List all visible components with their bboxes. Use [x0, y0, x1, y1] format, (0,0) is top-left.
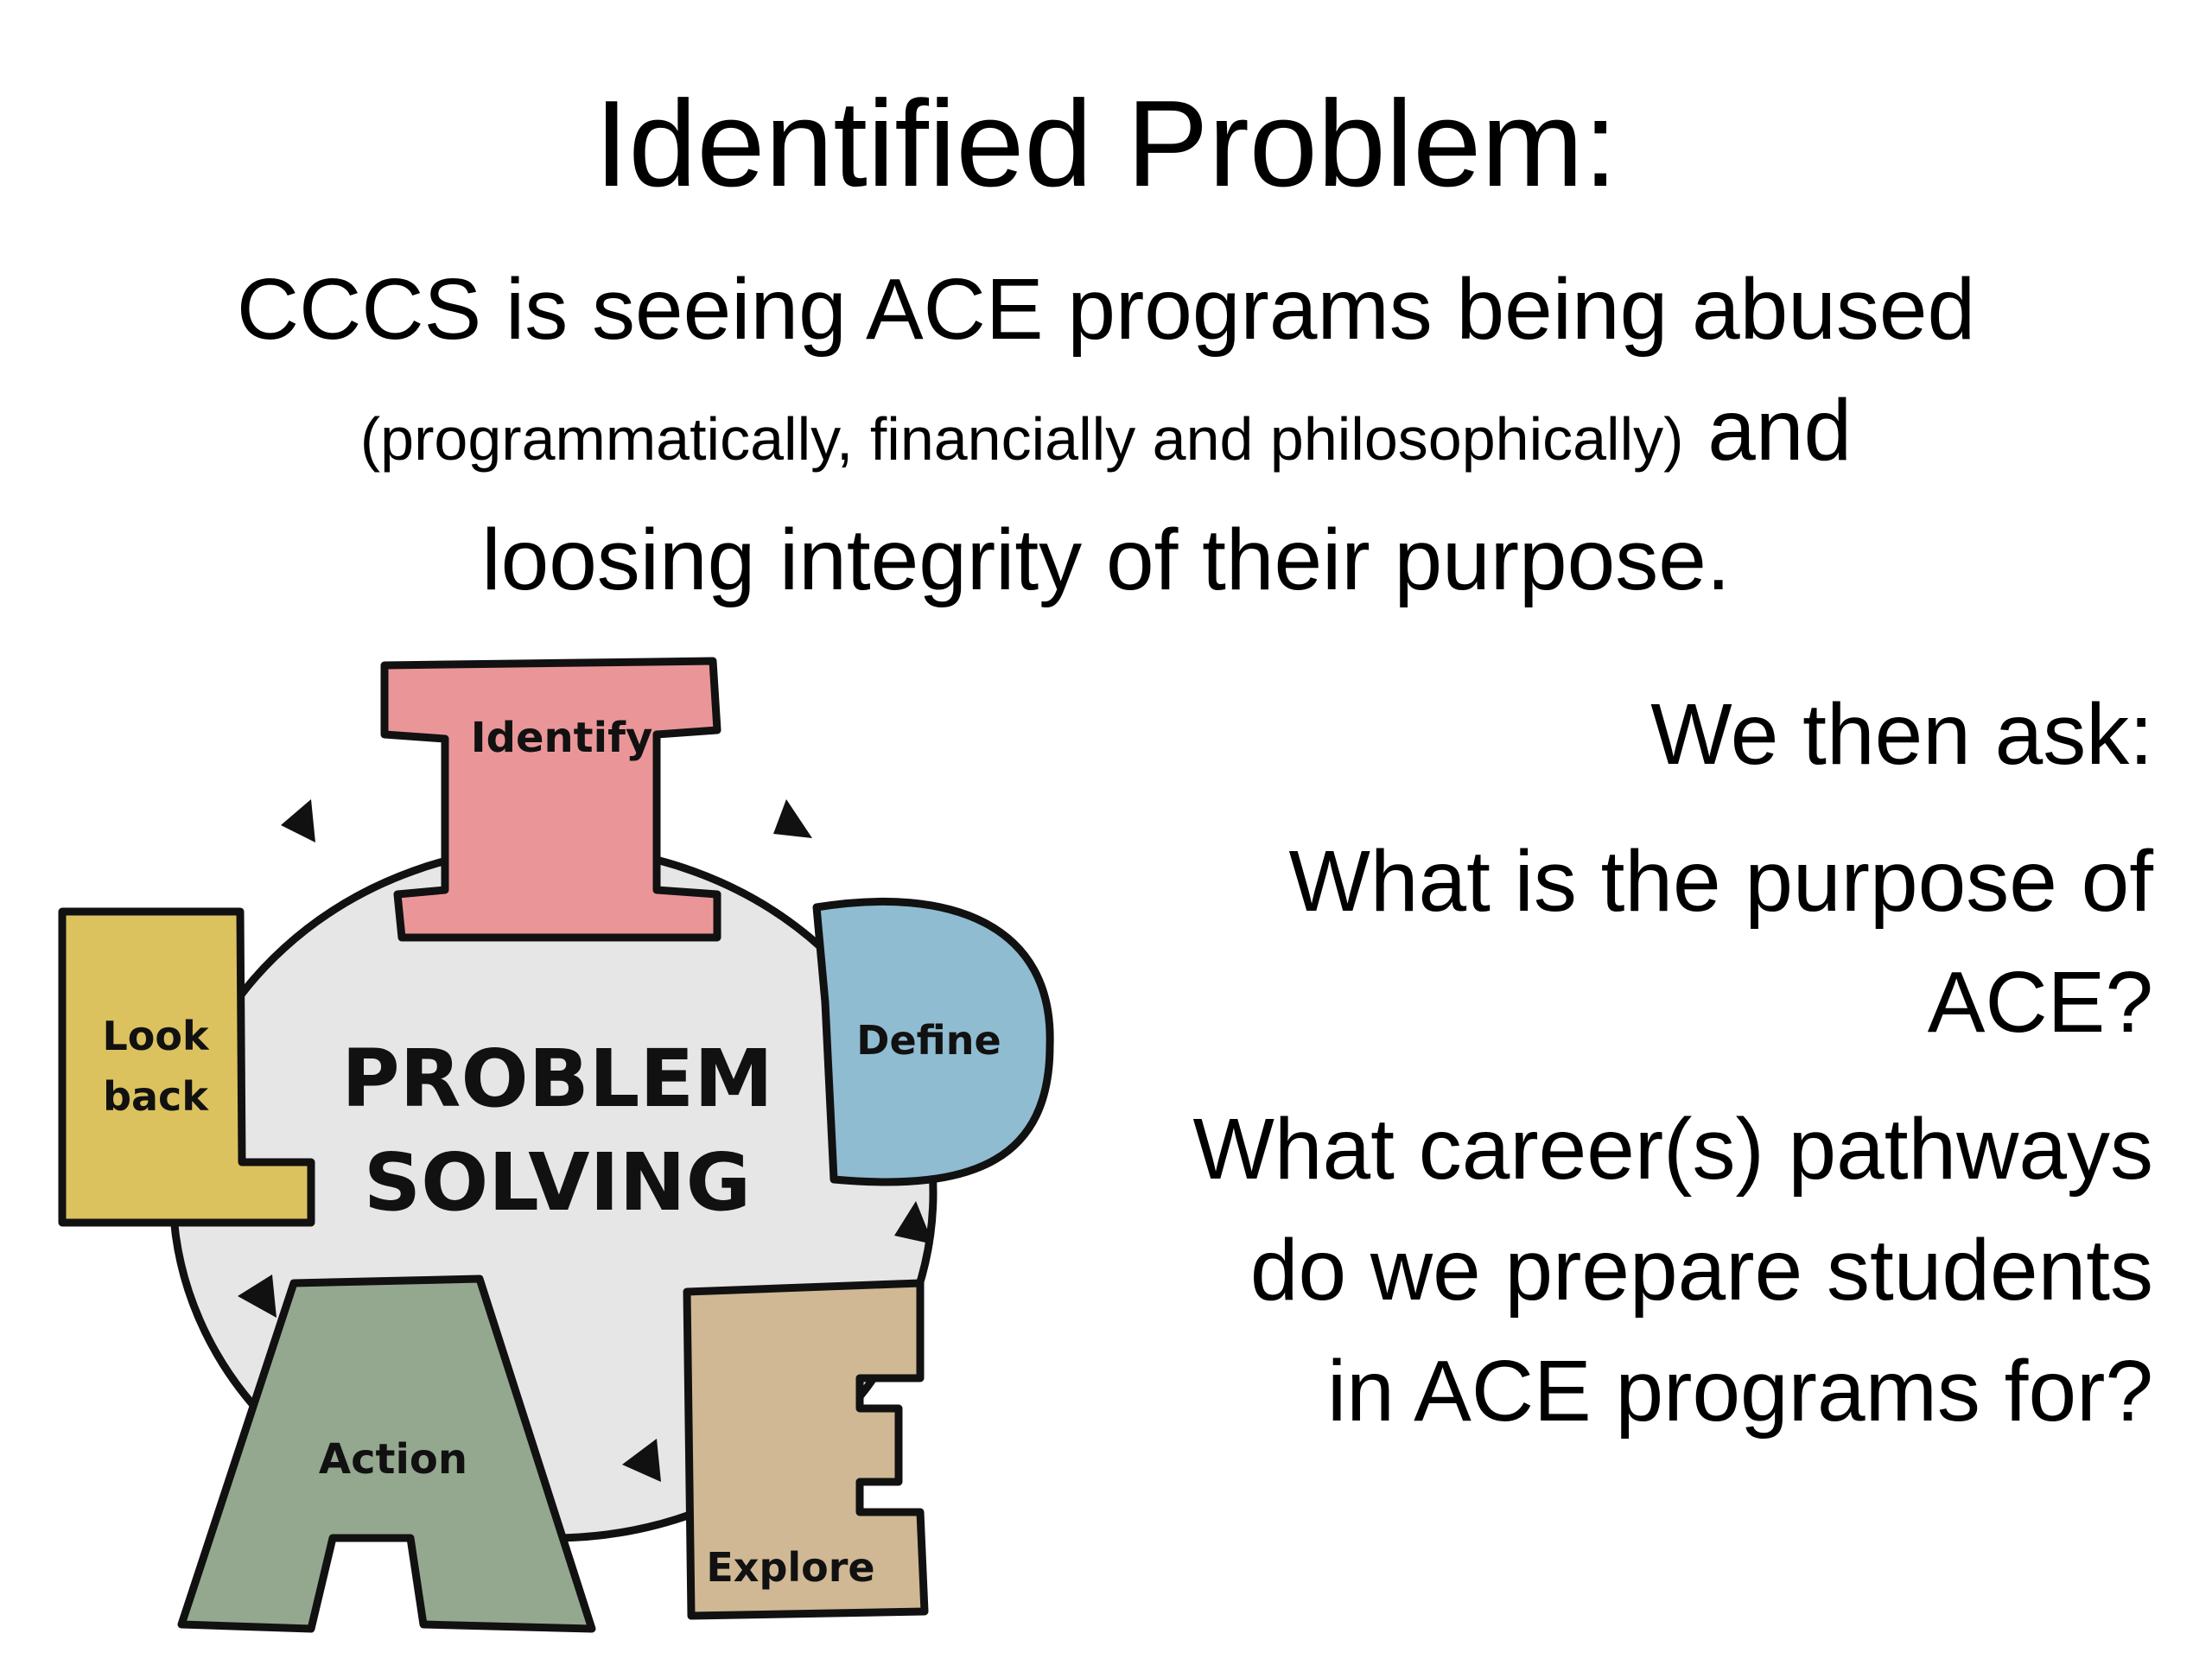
cycle-arrows — [238, 799, 933, 1482]
look-back-letter-shape — [58, 907, 315, 1227]
question-career-pathways: What career(s) pathways do we prepare st… — [1030, 1089, 2153, 1452]
arrow-icon — [622, 1439, 661, 1482]
problem-text-end: loosing integrity of their purpose. — [481, 512, 1731, 608]
problem-solving-diagram: Identify Define Look back Action Explore… — [43, 639, 1106, 1642]
question-purpose-line2: ACE? — [1927, 954, 2153, 1051]
explore-label: Explore — [706, 1544, 874, 1591]
identify-letter-shape — [380, 657, 721, 942]
arrow-icon — [773, 799, 812, 838]
question-purpose: What is the purpose of ACE? — [1030, 821, 2153, 1063]
define-letter-shape — [812, 898, 1054, 1186]
questions-intro: We then ask: — [1650, 686, 2153, 783]
problem-text-and: and — [1707, 382, 1853, 479]
explore-letter-shape — [683, 1279, 929, 1620]
define-label: Define — [856, 1017, 1001, 1064]
slide-title: Identified Problem: — [594, 75, 1618, 213]
center-label-line1: PROBLEM — [341, 1033, 773, 1125]
arrow-icon — [281, 799, 315, 842]
problem-text-main: CCCS is seeing ACE programs being abused — [236, 261, 1976, 358]
question-purpose-line1: What is the purpose of — [1288, 833, 2153, 930]
question-career-line1: What career(s) pathways — [1192, 1101, 2153, 1198]
question-career-line2: do we prepare students — [1249, 1222, 2153, 1319]
action-label: Action — [319, 1435, 467, 1484]
center-label-line2: SOLVING — [364, 1136, 751, 1229]
identify-label: Identify — [471, 714, 653, 762]
problem-statement: CCCS is seeing ACE programs being abused… — [173, 249, 2039, 620]
problem-text-aside: (programmatically, financially and philo… — [359, 405, 1684, 473]
action-letter-shape — [177, 1274, 596, 1633]
arrow-icon — [894, 1201, 933, 1244]
question-career-line3: in ACE programs for? — [1327, 1343, 2153, 1440]
questions-block: We then ask: What is the purpose of ACE?… — [1030, 674, 2153, 1478]
look-back-label-line1: Look — [102, 1013, 210, 1059]
arrow-icon — [238, 1274, 276, 1318]
look-back-label-line2: back — [103, 1073, 209, 1120]
problem-solving-cycle-svg: Identify Define Look back Action Explore… — [58, 657, 1054, 1633]
